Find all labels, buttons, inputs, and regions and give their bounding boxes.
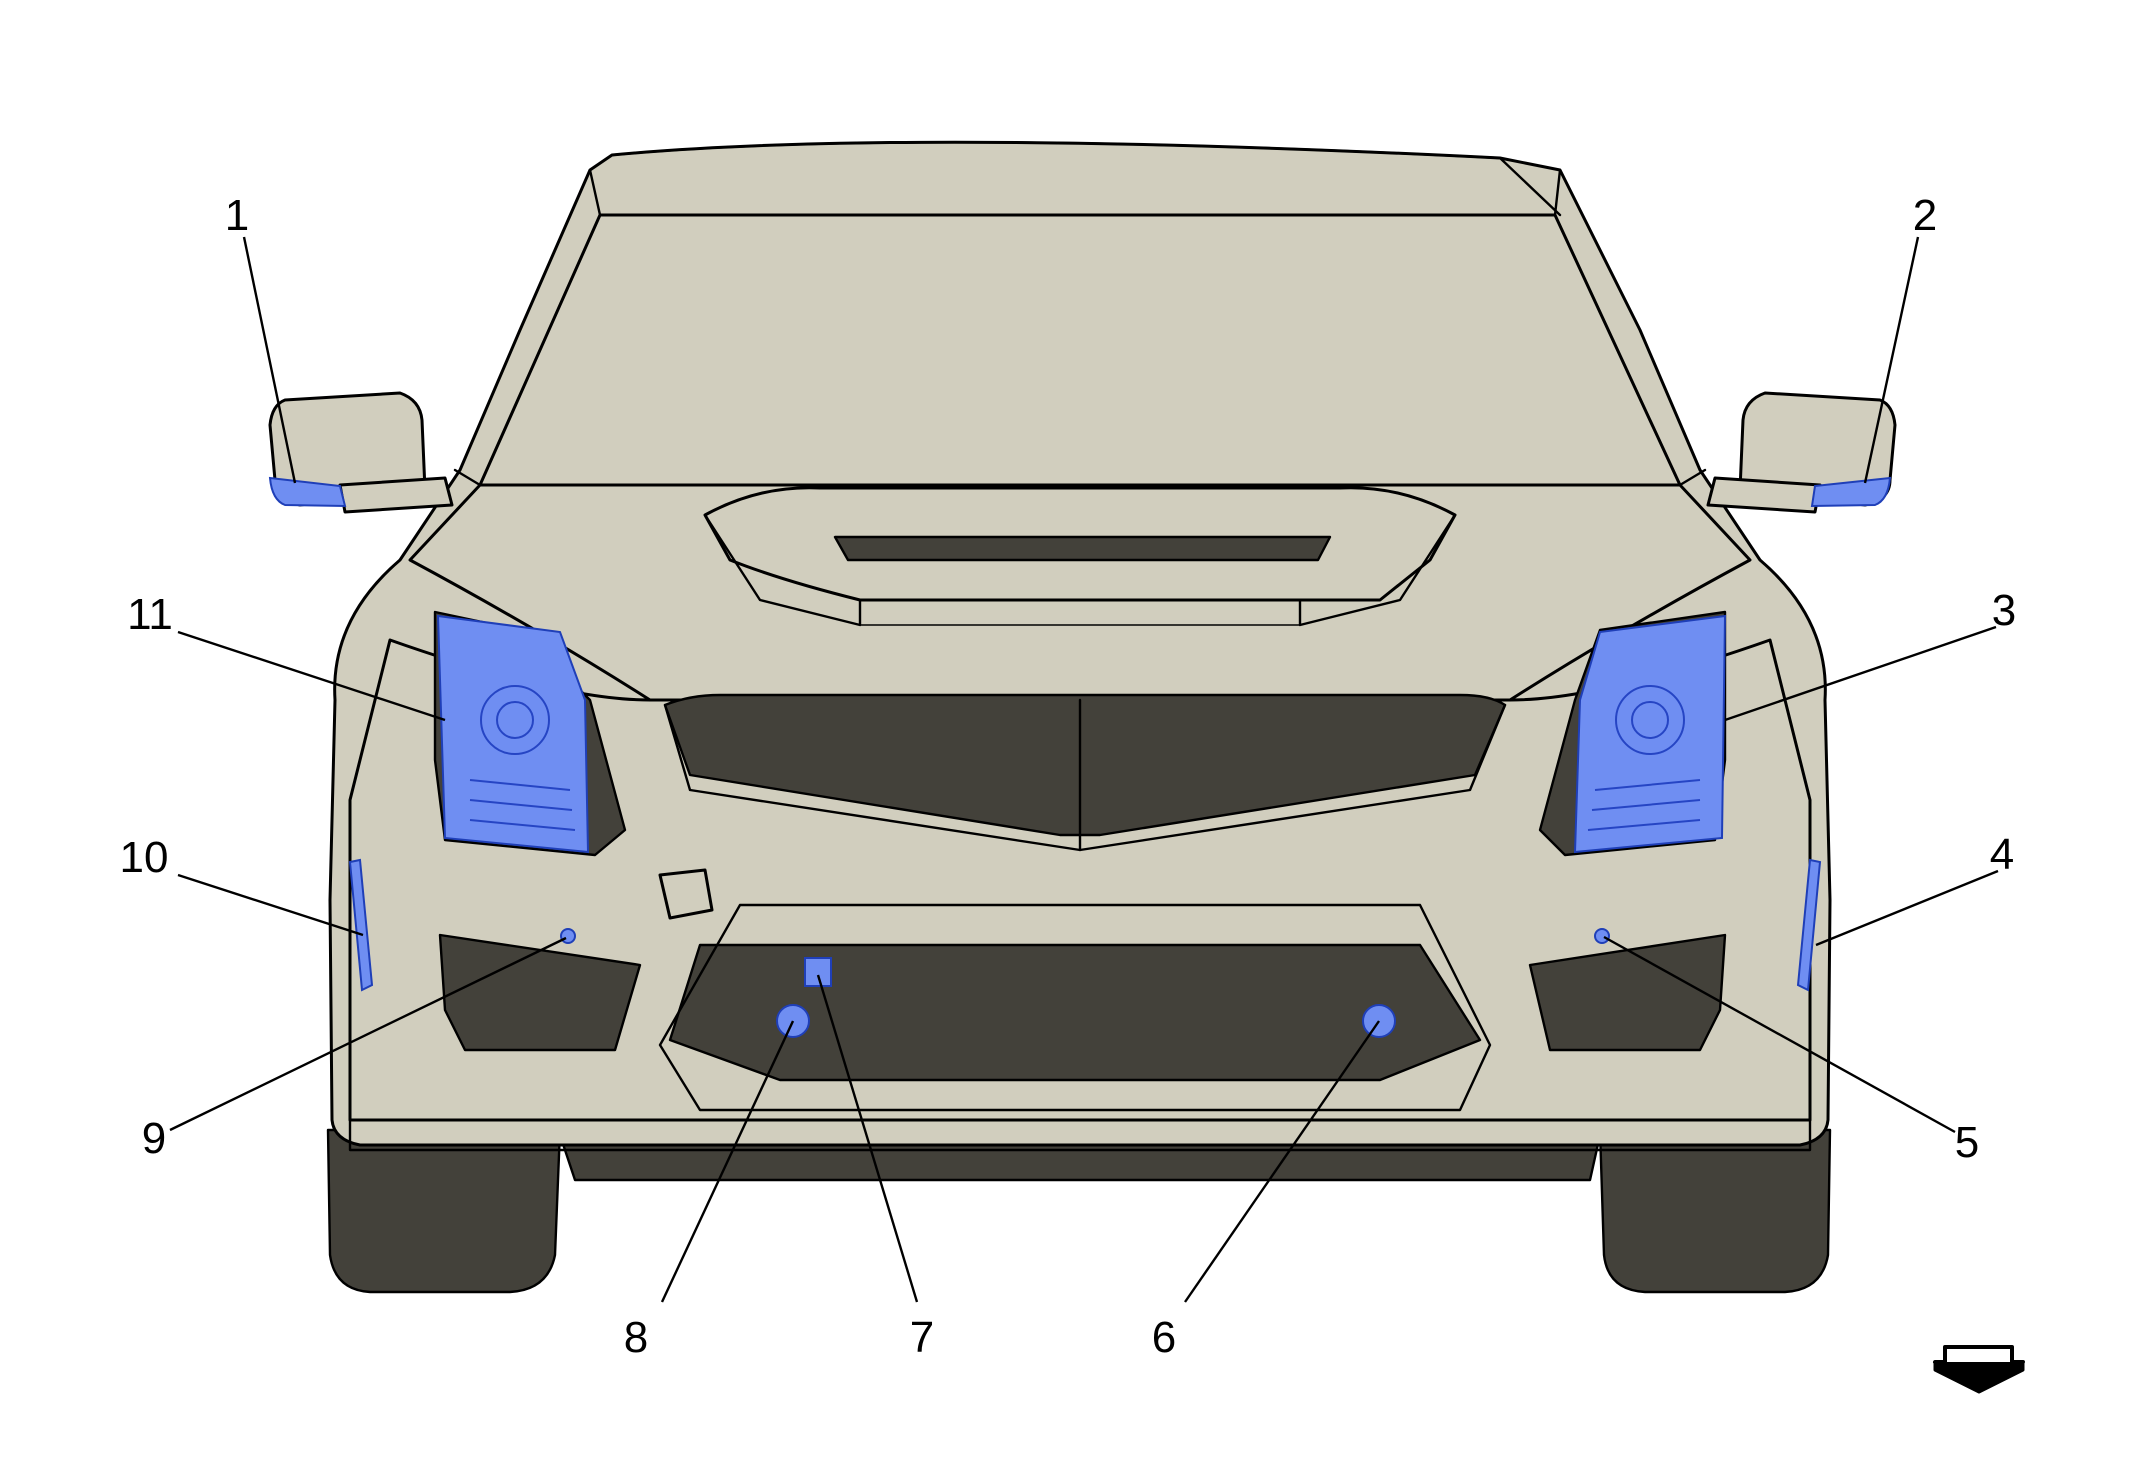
leader-9 bbox=[169, 936, 567, 1132]
component-1-left-mirror-signal bbox=[268, 476, 347, 508]
callout-10: 10 bbox=[120, 833, 169, 882]
leader-3 bbox=[1724, 625, 1997, 722]
left-front-tire bbox=[326, 1128, 562, 1294]
leader-5 bbox=[1603, 935, 1956, 1134]
callout-7: 7 bbox=[910, 1313, 934, 1362]
callout-8: 8 bbox=[624, 1313, 648, 1362]
hood-scoop-edge-right bbox=[1298, 513, 1457, 627]
callout-1: 1 bbox=[225, 191, 249, 240]
front-splitter bbox=[348, 1118, 1812, 1152]
leader-11 bbox=[177, 630, 446, 722]
callout-4: 4 bbox=[1990, 830, 2014, 879]
callout-5: 5 bbox=[1955, 1118, 1979, 1167]
callout-6: 6 bbox=[1152, 1313, 1176, 1362]
callout-3: 3 bbox=[1992, 586, 2016, 635]
leader-1 bbox=[242, 236, 297, 484]
component-11-left-headlamp bbox=[436, 614, 590, 854]
leader-8 bbox=[660, 1020, 795, 1303]
callout-labels: 1 2 3 4 5 6 7 8 9 10 11 bbox=[120, 191, 2017, 1362]
component-10-left-side-marker bbox=[348, 858, 374, 992]
lower-grille bbox=[668, 943, 1482, 1082]
left-a-pillar bbox=[453, 168, 602, 487]
component-2-right-mirror-signal bbox=[1810, 476, 1892, 508]
vehicle-body bbox=[268, 140, 1897, 1294]
hood-vent bbox=[833, 535, 1332, 562]
leader-2 bbox=[1863, 236, 1920, 484]
leader-10 bbox=[177, 873, 364, 937]
component-7-front-camera bbox=[804, 957, 832, 987]
component-9-left-park-sensor bbox=[560, 928, 576, 944]
forward-arrow-icon bbox=[1933, 1345, 2025, 1394]
highlighted-components bbox=[268, 476, 1892, 1038]
left-mirror-arm bbox=[338, 476, 454, 514]
callout-11: 11 bbox=[127, 590, 173, 639]
right-mirror-arm bbox=[1706, 476, 1822, 514]
hood-scoop-edge-left bbox=[703, 513, 862, 627]
leader-4 bbox=[1815, 869, 1999, 947]
leader-7 bbox=[816, 974, 919, 1303]
windshield bbox=[478, 213, 1682, 487]
windshield-top-edge bbox=[610, 141, 1562, 217]
leader-6 bbox=[1184, 1020, 1380, 1303]
component-5-right-park-sensor bbox=[1594, 928, 1610, 944]
right-front-tire bbox=[1598, 1128, 1832, 1294]
component-4-right-side-marker bbox=[1796, 858, 1822, 992]
component-3-right-headlamp bbox=[1573, 614, 1727, 854]
callout-9: 9 bbox=[142, 1114, 166, 1163]
right-fog-bezel bbox=[1528, 933, 1727, 1052]
right-a-pillar bbox=[1553, 168, 1707, 487]
tow-hook-cover bbox=[658, 868, 714, 920]
leader-lines bbox=[169, 236, 1999, 1303]
callout-2: 2 bbox=[1913, 191, 1937, 240]
lower-intake-frame bbox=[658, 903, 1492, 1112]
